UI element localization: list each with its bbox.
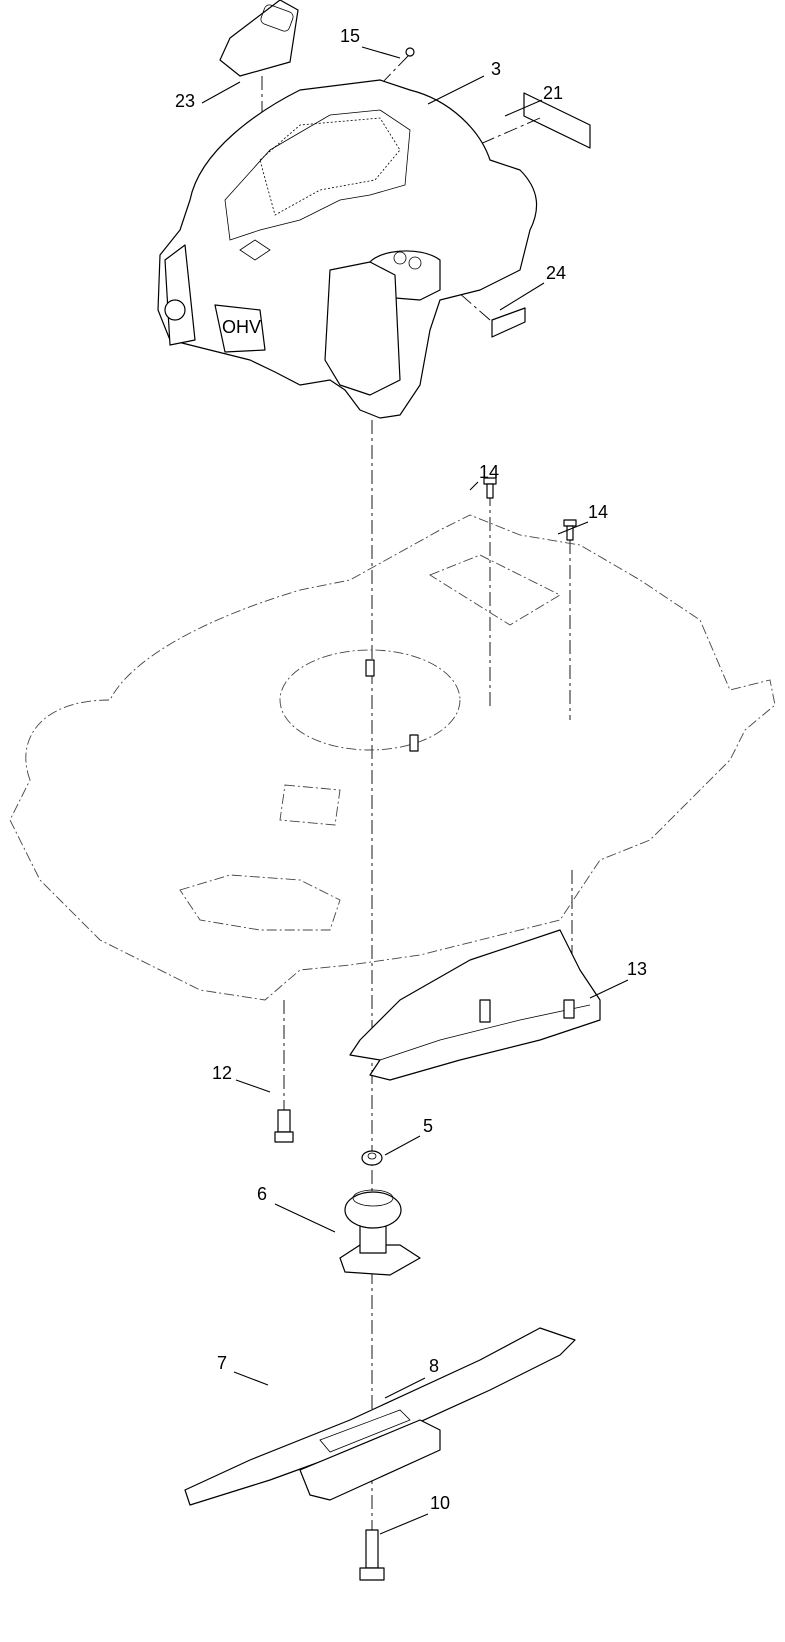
mower-deck bbox=[9, 514, 776, 1001]
callout-leader bbox=[379, 1513, 429, 1535]
callout-leader bbox=[504, 99, 543, 117]
bolt-14a bbox=[483, 477, 497, 499]
callout-leader bbox=[499, 282, 545, 311]
bolt-12 bbox=[274, 1109, 294, 1143]
blade-stiffener-8 bbox=[299, 1419, 441, 1501]
callout-leader bbox=[384, 1135, 421, 1156]
engine-3: OHV bbox=[157, 79, 538, 419]
callout-label-3: 3 bbox=[491, 59, 501, 79]
callout-leader bbox=[589, 979, 629, 999]
clip-15 bbox=[379, 47, 415, 86]
callout-leader bbox=[427, 75, 485, 105]
callout-label-10: 10 bbox=[430, 1493, 450, 1513]
callout-leader bbox=[361, 46, 401, 59]
engine-badge-logo: OHV bbox=[222, 317, 261, 337]
blade-adapter-6 bbox=[339, 1189, 421, 1276]
callout-leader bbox=[233, 1371, 269, 1386]
callout-label-24: 24 bbox=[546, 263, 566, 283]
callout-label-5: 5 bbox=[423, 1116, 433, 1136]
bolt-14b bbox=[563, 519, 577, 541]
callout-label-23: 23 bbox=[175, 91, 195, 111]
callout-label-13: 13 bbox=[627, 959, 647, 979]
callout-labels: 15 3 23 21 24 14 14 13 12 5 6 7 8 10 bbox=[175, 26, 647, 1535]
callout-leader bbox=[201, 81, 241, 104]
callout-leader bbox=[384, 1377, 426, 1399]
callout-label-7: 7 bbox=[217, 1353, 227, 1373]
callout-label-21: 21 bbox=[543, 83, 563, 103]
callout-label-14: 14 bbox=[479, 462, 499, 482]
callout-label-15: 15 bbox=[340, 26, 360, 46]
washer-5 bbox=[361, 1150, 383, 1166]
callout-leader bbox=[557, 521, 589, 535]
blade-bolt-10 bbox=[359, 1529, 385, 1581]
callout-leader bbox=[235, 1079, 271, 1093]
callout-label-6: 6 bbox=[257, 1184, 267, 1204]
blade-7 bbox=[184, 1327, 576, 1506]
callout-label-14: 14 bbox=[588, 502, 608, 522]
baffle-13 bbox=[349, 929, 601, 1081]
callout-label-12: 12 bbox=[212, 1063, 232, 1083]
callout-leader bbox=[469, 481, 479, 491]
callout-leader bbox=[274, 1203, 336, 1233]
callout-label-8: 8 bbox=[429, 1356, 439, 1376]
